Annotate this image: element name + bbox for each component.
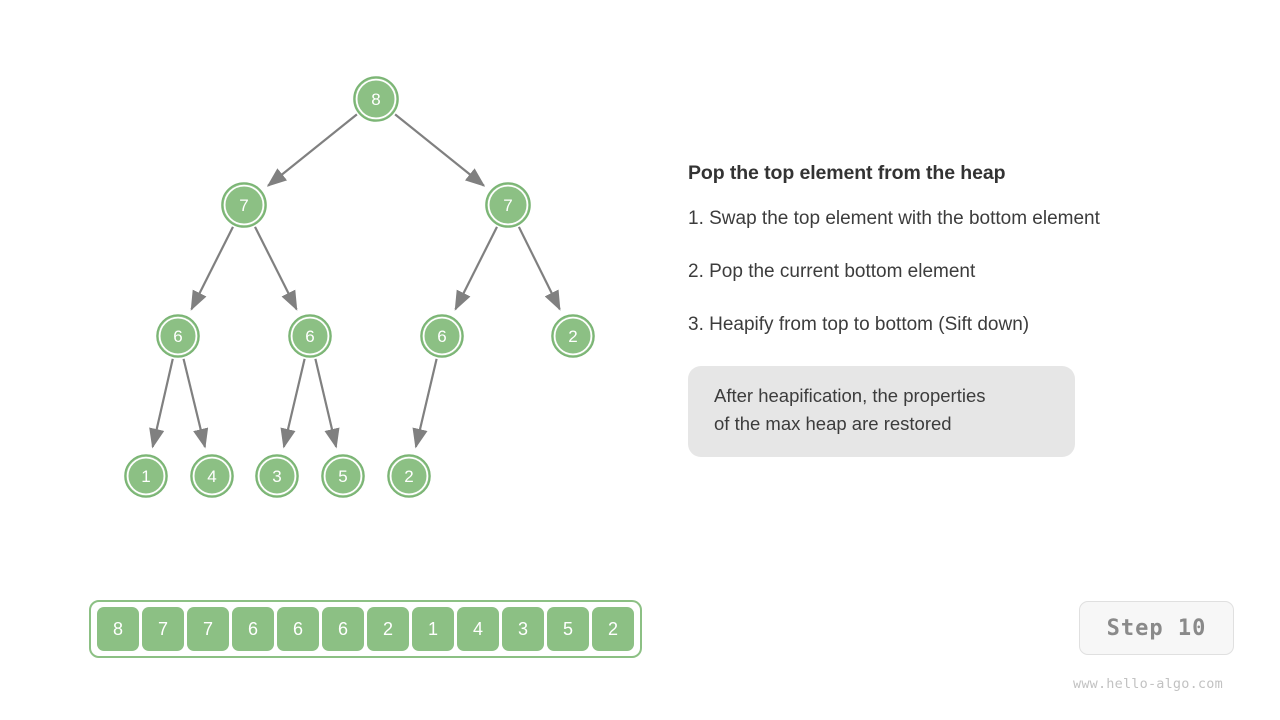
tree-edge-layer [149, 113, 561, 449]
tree-node: 1 [124, 454, 168, 498]
tree-node-inner-ring [223, 184, 265, 226]
tree-node-inner-ring [192, 456, 232, 496]
tree-node: 7 [221, 182, 267, 228]
tree-node: 6 [420, 314, 464, 358]
tree-edge [314, 358, 340, 449]
array-cell: 8 [97, 607, 139, 651]
array-cell: 6 [322, 607, 364, 651]
tree-node-inner-ring [389, 456, 429, 496]
array-cell: 3 [502, 607, 544, 651]
tree-edge [517, 226, 561, 311]
array-cell: 5 [547, 607, 589, 651]
array-cell: 7 [142, 607, 184, 651]
tree-node: 7 [485, 182, 531, 228]
tree-edge [394, 113, 486, 187]
tree-edge [182, 358, 209, 449]
tree-node: 6 [156, 314, 200, 358]
info-panel: Pop the top element from the heap 1. Swa… [688, 162, 1248, 457]
tree-node-inner-ring [158, 316, 198, 356]
tree-edge [280, 358, 306, 449]
tree-node-inner-ring [553, 316, 593, 356]
tree-node-inner-ring [126, 456, 166, 496]
tree-node-circle [387, 454, 431, 498]
array-cell: 6 [232, 607, 274, 651]
tree-node-inner-ring [355, 78, 397, 120]
tree-node-circle [288, 314, 332, 358]
tree-node: 2 [551, 314, 595, 358]
array-cell: 4 [457, 607, 499, 651]
tree-node-inner-ring [290, 316, 330, 356]
tree-node-circle [190, 454, 234, 498]
site-url-footer: www.hello-algo.com [1073, 676, 1223, 692]
tree-node-circle [124, 454, 168, 498]
hint-box: After heapification, the properties of th… [688, 365, 1075, 457]
hint-line-2: of the max heap are restored [714, 413, 952, 435]
array-cell: 6 [277, 607, 319, 651]
tree-node-circle [221, 182, 267, 228]
tree-node: 6 [288, 314, 332, 358]
tree-node-circle [485, 182, 531, 228]
tree-node-inner-ring [323, 456, 363, 496]
tree-edge [190, 226, 234, 311]
hint-line-1: After heapification, the properties [714, 384, 986, 406]
array-cell: 7 [187, 607, 229, 651]
tree-node-circle [420, 314, 464, 358]
tree-node-inner-ring [257, 456, 297, 496]
tree-edge [266, 113, 358, 187]
tree-node-circle [551, 314, 595, 358]
tree-node: 3 [255, 454, 299, 498]
tree-node-circle [156, 314, 200, 358]
array-cell: 1 [412, 607, 454, 651]
page-title: Pop the top element from the heap [688, 162, 1006, 184]
tree-edge [149, 358, 174, 449]
array-cell: 2 [367, 607, 409, 651]
tree-node-circle [353, 76, 399, 122]
instruction-step-3: 3. Heapify from top to bottom (Sift down… [688, 313, 1030, 335]
tree-node-inner-ring [487, 184, 529, 226]
tree-node: 8 [353, 76, 399, 122]
tree-node-circle [255, 454, 299, 498]
tree-node: 2 [387, 454, 431, 498]
tree-edge [454, 226, 498, 311]
instruction-list: 1. Swap the top element with the bottom … [688, 207, 1248, 336]
instruction-step-2: 2. Pop the current bottom element [688, 261, 976, 283]
step-badge: Step 10 [1079, 601, 1234, 655]
tree-node: 4 [190, 454, 234, 498]
tree-node-circle [321, 454, 365, 498]
tree-edge [254, 226, 298, 311]
tree-node: 5 [321, 454, 365, 498]
instruction-step-1: 1. Swap the top element with the bottom … [688, 208, 1100, 230]
array-cell: 2 [592, 607, 634, 651]
tree-edge [412, 358, 438, 449]
tree-node-inner-ring [422, 316, 462, 356]
